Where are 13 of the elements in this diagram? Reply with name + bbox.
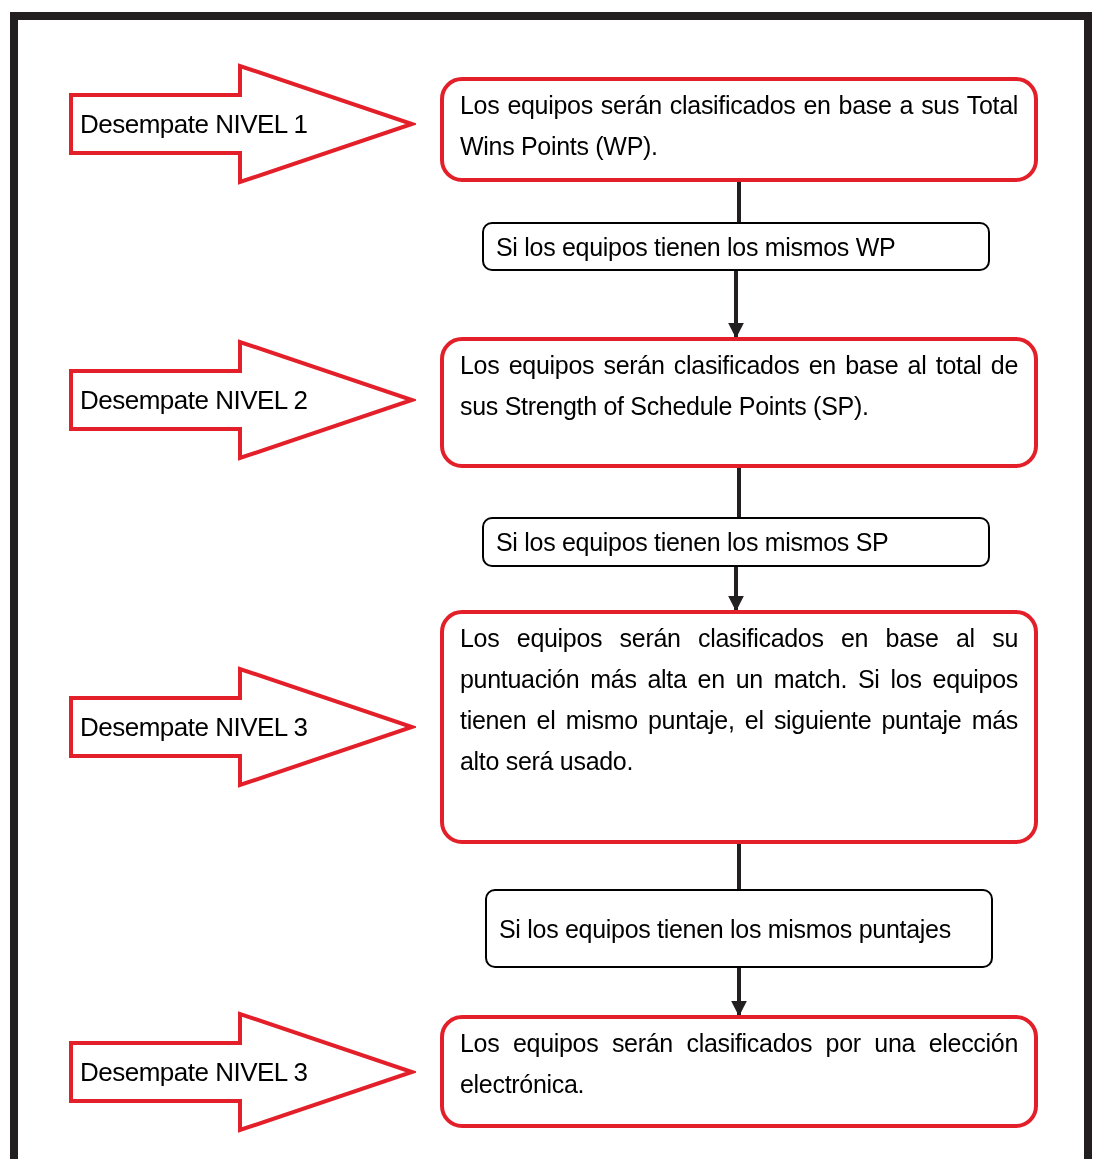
condition-box: Si los equipos tienen los mismos SP [482,517,990,567]
connector-line [737,182,741,222]
condition-box: Si los equipos tienen los mismos WP [482,222,990,271]
level-label: Desempate NIVEL 2 [80,383,308,417]
connector-line [737,468,741,517]
condition-box: Si los equipos tienen los mismos puntajes [485,889,993,968]
level-label: Desempate NIVEL 1 [80,107,308,141]
level-label: Desempate NIVEL 3 [80,1055,308,1089]
arrow [728,271,744,339]
arrow [728,567,744,612]
level-label: Desempate NIVEL 3 [80,710,308,744]
connector-line [737,844,741,889]
arrow [731,968,747,1017]
